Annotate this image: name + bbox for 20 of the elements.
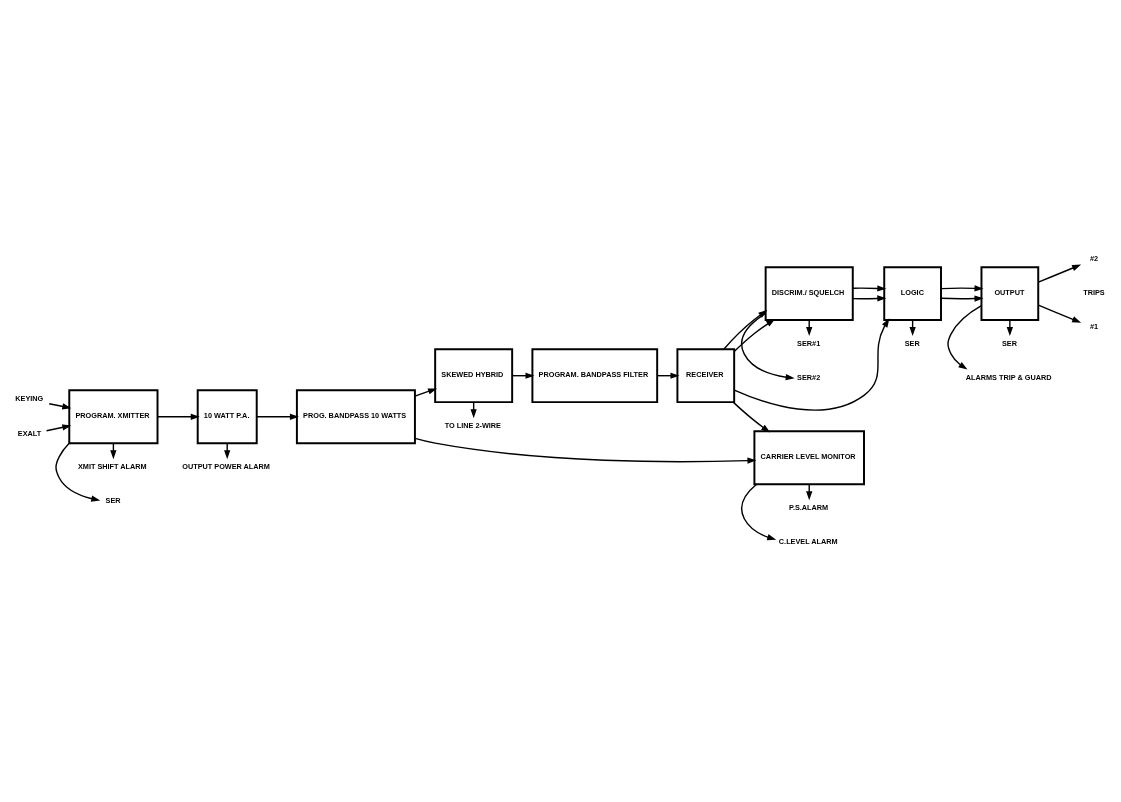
arrow [733,318,776,353]
arrow [741,312,795,381]
arrow [48,403,72,410]
arrow [414,437,757,464]
arrow [156,413,200,420]
arrow [940,285,984,292]
arrow [723,310,768,350]
arrow [732,401,771,433]
arrow [1006,319,1013,337]
arrow [55,442,101,502]
arrow [414,388,438,397]
arrow [1037,304,1082,323]
arrow [940,295,984,302]
arrow [947,304,983,370]
arrow [740,483,777,541]
arrow [852,295,887,302]
arrow [45,424,72,432]
arrow [256,413,299,420]
arrow [852,285,887,292]
arrow [1037,264,1082,283]
